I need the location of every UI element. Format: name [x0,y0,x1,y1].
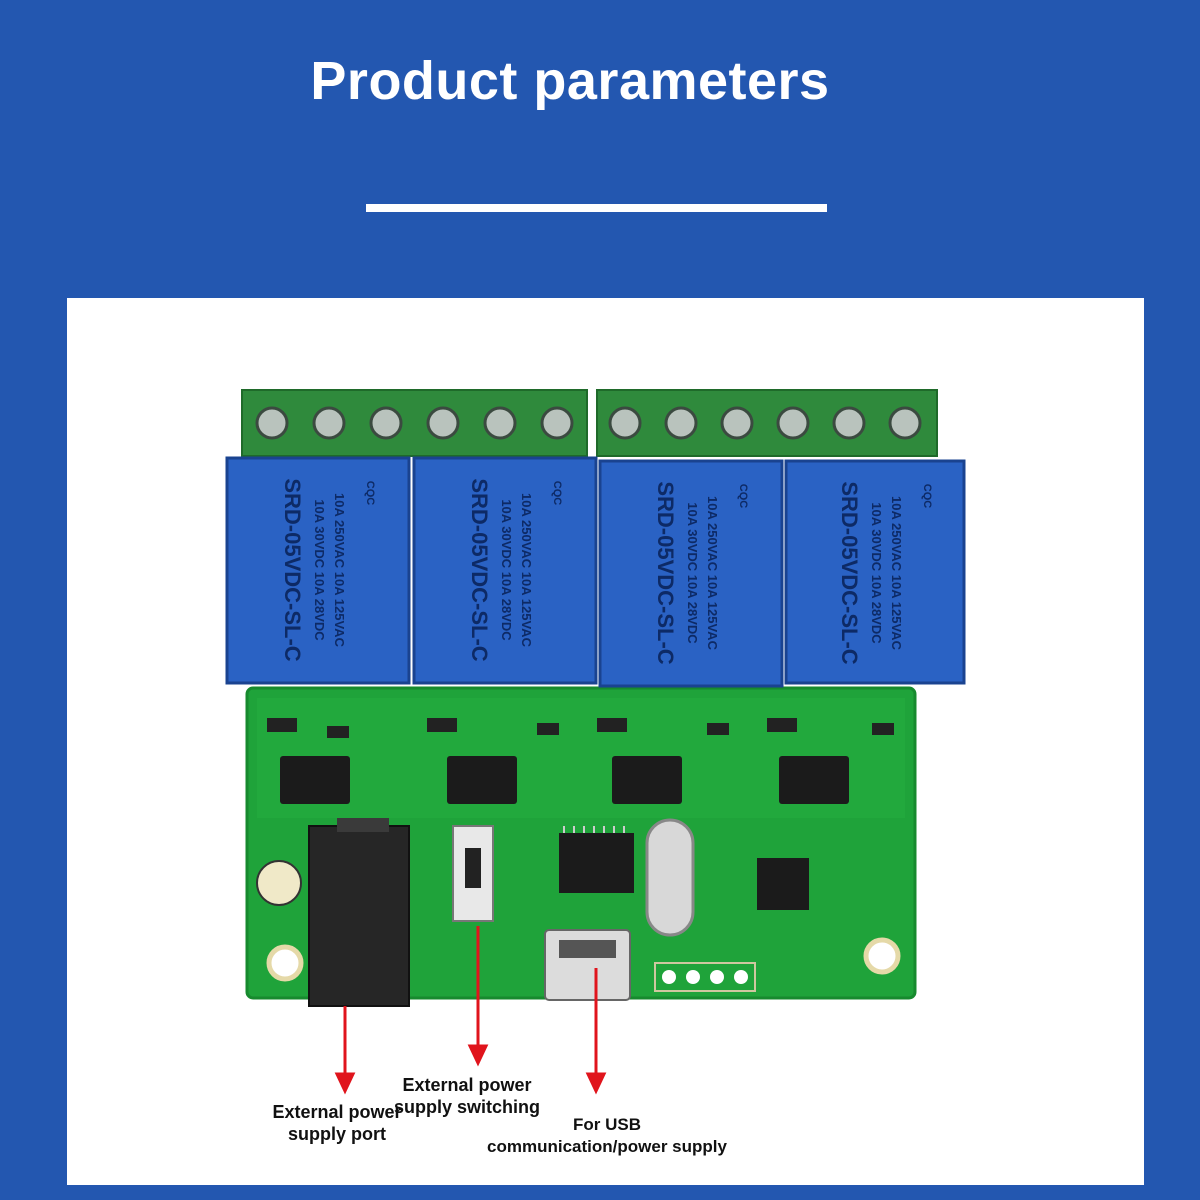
eeprom-chip [757,858,809,910]
relay-board-image: 10A 250VAC 10A 125VAC 10A 30VDC 10A 28VD… [225,389,966,1095]
usb-line1: For USB [573,1115,641,1134]
title-underline [366,204,827,212]
crystal-oscillator [645,818,695,937]
callout-arrows [334,926,607,1095]
power-switching-line1: External power [402,1075,532,1095]
relay-rating-text: 10A 30VDC 10A 28VDC [685,502,700,644]
relay-brand-text: CQC [737,484,749,509]
product-photo-panel: 10A 250VAC 10A 125VAC 10A 30VDC 10A 28VD… [67,298,1144,1185]
usb-label: For USB communication/power supply [477,1114,737,1158]
slide-switch [452,825,494,922]
pin-header [654,962,756,992]
relay-brand-text: CQC [364,481,376,506]
relay-brand-text: CQC [921,484,933,509]
relay-rating-text: 10A 250VAC 10A 125VAC [705,496,720,651]
page-title: Product parameters [310,51,830,111]
mounting-hole [266,944,304,982]
dc-power-jack [308,818,410,1007]
relay-3: 10A 250VAC 10A 125VAC 10A 30VDC 10A 28VD… [598,459,784,688]
capacitor [256,860,302,906]
relay-1: 10A 250VAC 10A 125VAC 10A 30VDC 10A 28VD… [225,456,411,685]
relay-rating-text: 10A 250VAC 10A 125VAC [332,493,347,648]
relay-rating-text: 10A 30VDC 10A 28VDC [312,499,327,641]
relay-rating-text: 10A 250VAC 10A 125VAC [889,496,904,651]
relay-rating-text: 10A 30VDC 10A 28VDC [869,502,884,644]
smd-components [267,718,894,738]
relay-model-text: SRD-05VDC-SL-C [837,481,862,664]
terminal-block-left [241,389,588,457]
external-power-port-line2: supply port [288,1124,386,1144]
relay-rating-text: 10A 30VDC 10A 28VDC [499,499,514,641]
power-switching-line2: supply switching [393,1097,540,1117]
mcu-chip [559,833,634,893]
micro-usb-port [544,929,631,1001]
relay-model-text: SRD-05VDC-SL-C [467,478,492,661]
terminal-block-right [596,389,938,457]
external-power-port-label: External power supply port [267,1101,407,1145]
mounting-hole [863,937,901,975]
relay-brand-text: CQC [551,481,563,506]
optocouplers [280,756,849,804]
usb-line2: communication/power supply [487,1137,727,1156]
relay-4: 10A 250VAC 10A 125VAC 10A 30VDC 10A 28VD… [784,459,966,685]
external-power-port-line1: External power [272,1102,402,1122]
relay-2: 10A 250VAC 10A 125VAC 10A 30VDC 10A 28VD… [412,456,598,685]
relay-model-text: SRD-05VDC-SL-C [280,478,305,661]
relay-rating-text: 10A 250VAC 10A 125VAC [519,493,534,648]
relay-model-text: SRD-05VDC-SL-C [653,481,678,664]
power-switching-label: External power supply switching [387,1074,547,1118]
